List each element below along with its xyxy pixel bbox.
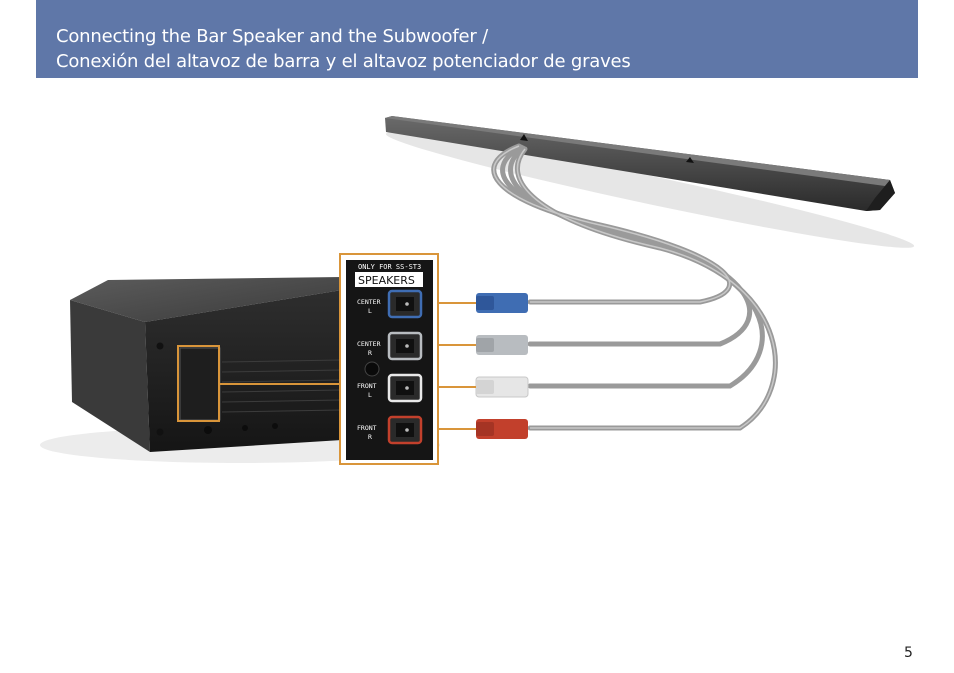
plug-front-l — [475, 376, 529, 398]
panel-heading: SPEAKERS — [358, 274, 415, 287]
terminal-label: L — [368, 307, 372, 315]
title-spanish: Conexión del altavoz de barra y el altav… — [56, 51, 631, 72]
terminal-label: R — [368, 433, 372, 441]
screw — [364, 361, 380, 377]
speaker-terminal-panel: ONLY FOR SS-ST3 SPEAKERS CENTER L CENTER… — [339, 253, 439, 465]
page-header: Connecting the Bar Speaker and the Subwo… — [36, 0, 918, 78]
terminal-label: CENTER — [357, 298, 381, 306]
page-number: 5 — [904, 645, 913, 661]
terminal-label: R — [368, 349, 372, 357]
plug-center-l — [476, 293, 528, 313]
title-english: Connecting the Bar Speaker and the Subwo… — [56, 26, 488, 47]
plug-center-r — [476, 335, 528, 355]
terminal-label: CENTER — [357, 340, 381, 348]
terminal-label: FRONT — [357, 382, 377, 390]
terminal-label: L — [368, 391, 372, 399]
connection-illustration: ONLY FOR SS-ST3 SPEAKERS CENTER L CENTER… — [40, 116, 915, 465]
panel-note: ONLY FOR SS-ST3 — [358, 263, 421, 271]
terminal-label: FRONT — [357, 424, 377, 432]
plug-front-r — [476, 419, 528, 439]
